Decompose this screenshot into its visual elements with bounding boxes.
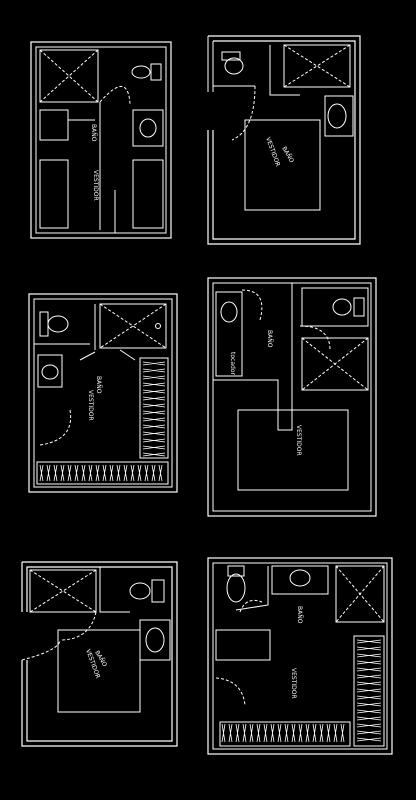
plan-1-closet-left [39, 109, 69, 229]
plan-6-door-swing [215, 677, 246, 706]
plan-5-toilet [129, 579, 165, 603]
plan-3-label-1: VESTIDOR [87, 390, 94, 421]
plan-2-label-0: BAÑO [280, 146, 295, 165]
plan-6-inner-wall [212, 562, 388, 750]
plan-3-toilet [39, 311, 69, 337]
plan-5-island [57, 629, 141, 713]
plan-5-shower [29, 569, 97, 613]
plan-6-closet-bottom [219, 721, 351, 747]
plan-3-label-0: BAÑO [95, 376, 102, 394]
plan-1-inner-wall [35, 46, 167, 234]
plan-3-inner-wall [33, 298, 173, 488]
plan-1-shower [39, 49, 99, 103]
plan-6: BAÑO VESTIDOR [207, 557, 393, 755]
plan-4-shower [301, 337, 369, 391]
plan-3-outer-wall [28, 293, 178, 493]
plan-1-door-swing [99, 86, 131, 105]
plan-6-label-1: VESTIDOR [290, 668, 297, 699]
plan-2-island [244, 119, 321, 211]
plan-4-vanity [215, 291, 243, 377]
plan-2-walls [207, 35, 361, 245]
plan-2-toilet [221, 51, 244, 75]
plan-2-label-1: VESTIDOR [264, 136, 281, 167]
plan-6-toilet [226, 565, 246, 603]
hanger-marks [142, 361, 166, 457]
plan-5: BAÑO VESTIDOR [21, 561, 178, 747]
plan-6-label-0: BAÑO [296, 606, 303, 624]
plan-2-door-swing [231, 85, 256, 141]
plan-4: BAÑO tocador VESTIDOR [207, 277, 377, 517]
plan-3: BAÑO VESTIDOR [28, 293, 178, 493]
plan-1: BAÑO VESTIDOR [30, 41, 172, 239]
plan-3-shower [99, 303, 167, 349]
plan-4-label-1: tocador [229, 352, 236, 375]
hanger-marks [356, 639, 382, 742]
plan-1-outer-wall [30, 41, 172, 239]
plan-4-island [237, 409, 349, 491]
plan-3-sink [37, 354, 63, 388]
plan-5-door-swing [21, 639, 61, 661]
plan-4-label-2: VESTIDOR [295, 425, 302, 456]
plan-2-sink [324, 95, 354, 137]
plan-1-label-1: VESTIDOR [92, 170, 99, 201]
plan-4-toilet [301, 287, 369, 327]
plan-6-counter [215, 629, 271, 661]
plan-1-closet-right [132, 159, 164, 229]
plan-1-toilet [131, 63, 162, 81]
plan-6-sink [271, 565, 329, 595]
hanger-marks [221, 723, 345, 743]
plan-4-label-0: BAÑO [266, 330, 273, 348]
plan-5-walls [21, 561, 178, 747]
plan-3-door-swing [39, 409, 72, 446]
plan-4-outer-wall [207, 277, 377, 517]
plan-5-sink [139, 619, 171, 661]
plan-6-outer-wall [207, 557, 393, 755]
plan-2: BAÑO VESTIDOR [207, 35, 361, 245]
plan-6-closet-right [353, 635, 385, 747]
plan-2-shower [283, 44, 351, 88]
plan-1-sink [132, 109, 164, 147]
plan-3-closet-right [139, 357, 169, 459]
plan-6-shower [335, 565, 385, 623]
plan-1-label-0: BAÑO [90, 124, 97, 142]
plan-3-closet-bottom [36, 461, 169, 485]
hanger-marks [39, 464, 163, 482]
